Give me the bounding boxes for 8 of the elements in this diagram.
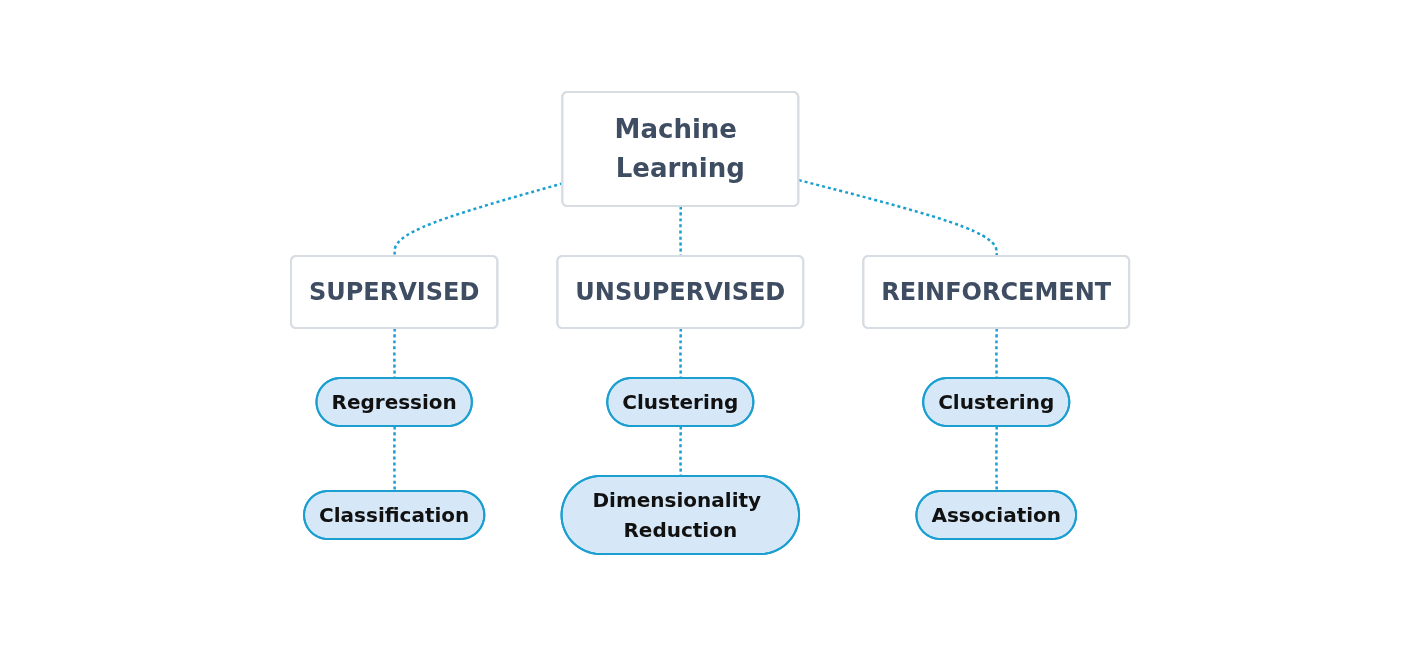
connector — [995, 426, 999, 492]
connector — [679, 426, 683, 477]
connector — [393, 426, 397, 492]
connector — [798, 178, 999, 257]
connector — [393, 328, 397, 379]
connector — [679, 206, 683, 257]
connector — [995, 328, 999, 379]
connector — [679, 328, 683, 379]
